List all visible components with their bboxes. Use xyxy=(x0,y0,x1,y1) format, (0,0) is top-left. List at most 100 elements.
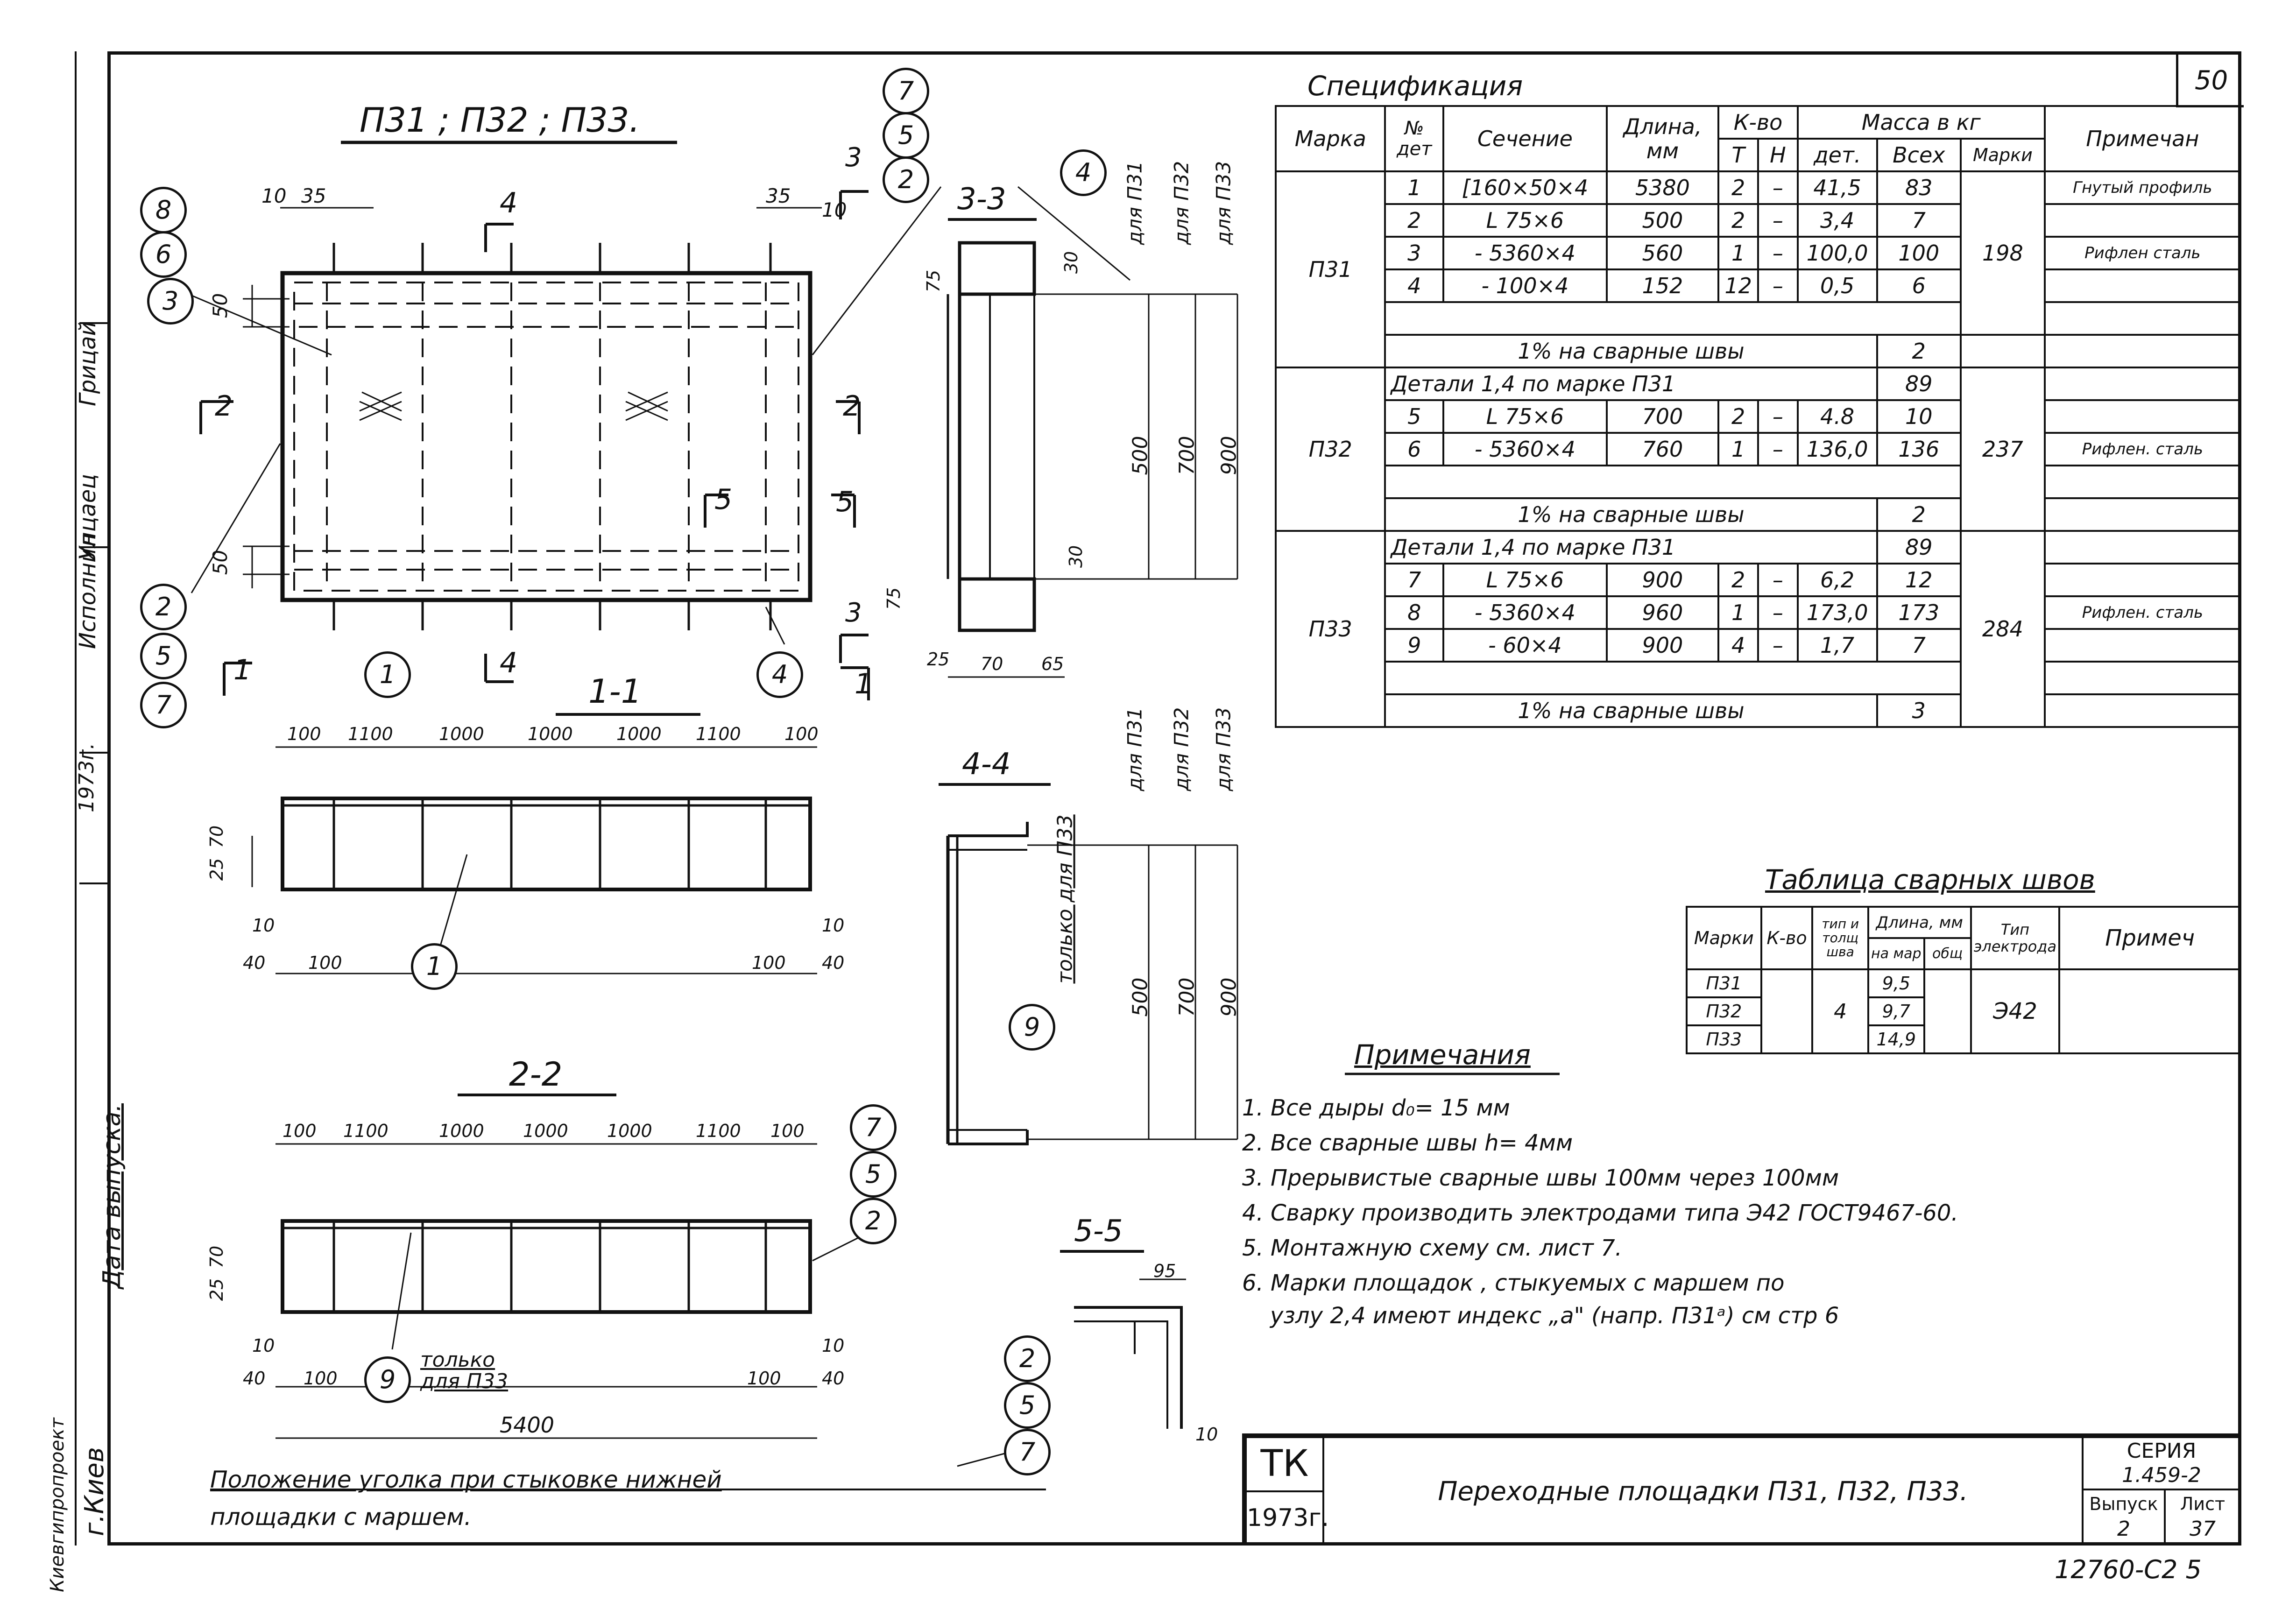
spec-head-marka: Марка xyxy=(1274,105,1386,172)
spec-p31-mass-marki: 198 xyxy=(1960,170,2046,336)
sec5-dim-95: 95 xyxy=(1153,1261,1176,1281)
spec-cell: 136,0 xyxy=(1796,432,1878,466)
title-block-sheet-label: Лист xyxy=(2164,1489,2241,1517)
spec-cell: 6 xyxy=(1876,268,1962,303)
spec-cell: Гнутый профиль xyxy=(2043,170,2242,205)
specification-table: Марка № дет Сечение Длина, мм К-во Масса… xyxy=(1274,105,2242,728)
spec-cell xyxy=(2043,628,2242,663)
callout-7-top: 7 xyxy=(883,68,929,114)
spec-head-length: Длина, мм xyxy=(1605,105,1720,172)
callout-5-top: 5 xyxy=(883,112,929,159)
sec2-small-10-left: 10 xyxy=(252,1335,275,1356)
sec2-dim-5: 1100 xyxy=(696,1121,741,1141)
weld-head-length-total: общ xyxy=(1923,937,1972,970)
spec-p33-details: Детали 1,4 по марке П31 xyxy=(1384,530,1878,565)
sec4-only-p33: только для П33 xyxy=(1053,814,1077,984)
bottom-stamp: 12760-С2 5 xyxy=(2055,1555,2202,1584)
sec1-small-10-right: 10 xyxy=(822,915,845,936)
spec-cell: 3,4 xyxy=(1796,203,1878,238)
title-block: ТК 1973г. Переходные площадки П31, П32, … xyxy=(1242,1433,2241,1546)
sec2-dim-3: 1000 xyxy=(523,1121,568,1141)
spec-cell: – xyxy=(1757,563,1799,597)
spec-cell: 12 xyxy=(1876,563,1962,597)
spec-cell: Рифлен. сталь xyxy=(2043,432,2242,466)
spec-cell: 41,5 xyxy=(1796,170,1878,205)
note-item-3: 3. Прерывистые сварные швы 100мм через 1… xyxy=(1242,1165,1839,1191)
spec-head-det: № дет xyxy=(1384,105,1445,172)
spec-cell: Рифлен. сталь xyxy=(2043,595,2242,630)
spec-cell: 6,2 xyxy=(1796,563,1878,597)
sec5-dim-10: 10 xyxy=(1195,1424,1218,1445)
spec-cell: – xyxy=(1757,170,1799,205)
plan-dim-1: 10 xyxy=(261,184,287,207)
cut-label-2-left: 2 xyxy=(215,390,233,423)
sec2-dim-6: 100 xyxy=(770,1121,805,1141)
spec-cell: – xyxy=(1757,203,1799,238)
spec-cell: 5 xyxy=(1384,399,1445,434)
sec3-label-p33: для П33 xyxy=(1212,161,1235,245)
weld-row-length: 9,7 xyxy=(1867,996,1925,1026)
callout-5-sec5: 5 xyxy=(1004,1382,1051,1429)
note-item-5: 5. Монтажную схему см. лист 7. xyxy=(1242,1235,1622,1261)
sec1-dim-0: 100 xyxy=(287,724,321,744)
sec3-bottom-65: 65 xyxy=(1041,654,1064,674)
side-strip: Исполнил Унцаец Грицай 1973г. Дата выпус… xyxy=(19,51,126,1592)
spec-p33-weld-line: 1% на сварные швы xyxy=(1384,693,1878,728)
callout-7-sec2: 7 xyxy=(850,1104,897,1151)
spec-cell: 12 xyxy=(1717,268,1759,303)
spec-cell: 900 xyxy=(1605,628,1720,663)
cut-label-3-top: 3 xyxy=(845,142,862,173)
callout-7-left: 7 xyxy=(140,682,187,728)
sheet-number: 50 xyxy=(2195,65,2228,96)
spec-cell: 0,5 xyxy=(1796,268,1878,303)
sec3-bottom-25: 25 xyxy=(927,649,950,670)
sec1-small-40-left: 40 xyxy=(243,953,266,973)
callout-2-sec5: 2 xyxy=(1004,1335,1051,1382)
sec2-small-40-left: 40 xyxy=(243,1368,266,1389)
spec-cell: L 75×6 xyxy=(1442,563,1608,597)
weld-row-marka: П32 xyxy=(1686,996,1762,1026)
sheet-number-box xyxy=(2176,51,2244,107)
spec-cell: 5380 xyxy=(1605,170,1720,205)
sec4-dim-500: 500 xyxy=(1128,977,1152,1017)
sec2-dim-4: 1000 xyxy=(607,1121,652,1141)
spec-cell: 2 xyxy=(1717,203,1759,238)
callout-7-sec5: 7 xyxy=(1004,1429,1051,1475)
drawing-frame xyxy=(107,51,2241,1546)
spec-cell xyxy=(2043,367,2242,401)
sec1-height-25: 25 xyxy=(206,858,227,881)
spec-cell: – xyxy=(1757,268,1799,303)
note-item-4: 4. Сварку производить электродами типа Э… xyxy=(1242,1200,1958,1226)
notes-title: Примечания xyxy=(1354,1039,1531,1071)
spec-cell: 1 xyxy=(1717,236,1759,270)
spec-p33-mass-marki: 284 xyxy=(1960,530,2046,728)
sec1-small-100-left: 100 xyxy=(308,953,342,973)
weld-head-qty: К-во xyxy=(1760,906,1814,970)
section-2-2-title: 2-2 xyxy=(509,1055,563,1094)
sec1-dim-2: 1000 xyxy=(439,724,484,744)
spec-cell: 4.8 xyxy=(1796,399,1878,434)
callout-2-left: 2 xyxy=(140,584,187,630)
spec-cell: - 100×4 xyxy=(1442,268,1608,303)
spec-head-mass: Масса в кг xyxy=(1796,105,2046,140)
spec-cell: 2 xyxy=(1717,563,1759,597)
weld-table-title: Таблица сварных швов xyxy=(1765,864,2095,896)
spec-cell: 1 xyxy=(1717,595,1759,630)
spec-cell: 152 xyxy=(1605,268,1720,303)
spec-cell: 760 xyxy=(1605,432,1720,466)
sec3-side-30-top: 30 xyxy=(1061,251,1082,274)
spec-p32-marka: П32 xyxy=(1274,367,1386,532)
callout-5-left: 5 xyxy=(140,633,187,679)
callout-9-sec2: 9 xyxy=(364,1356,411,1403)
spec-cell xyxy=(2043,693,2242,728)
spec-cell xyxy=(2043,301,2242,336)
spec-cell: Рифлен сталь xyxy=(2043,236,2242,270)
spec-cell xyxy=(2043,530,2242,565)
spec-head-note: Примечан xyxy=(2043,105,2242,172)
plan-dim-2: 35 xyxy=(301,184,326,207)
spec-cell: 83 xyxy=(1876,170,1962,205)
weld-symbol: 4 xyxy=(1811,968,1869,1054)
angle-note-line-2: площадки с маршем. xyxy=(210,1503,472,1531)
callout-3: 3 xyxy=(147,278,194,325)
main-title: П31 ; П32 ; П33. xyxy=(360,100,640,140)
